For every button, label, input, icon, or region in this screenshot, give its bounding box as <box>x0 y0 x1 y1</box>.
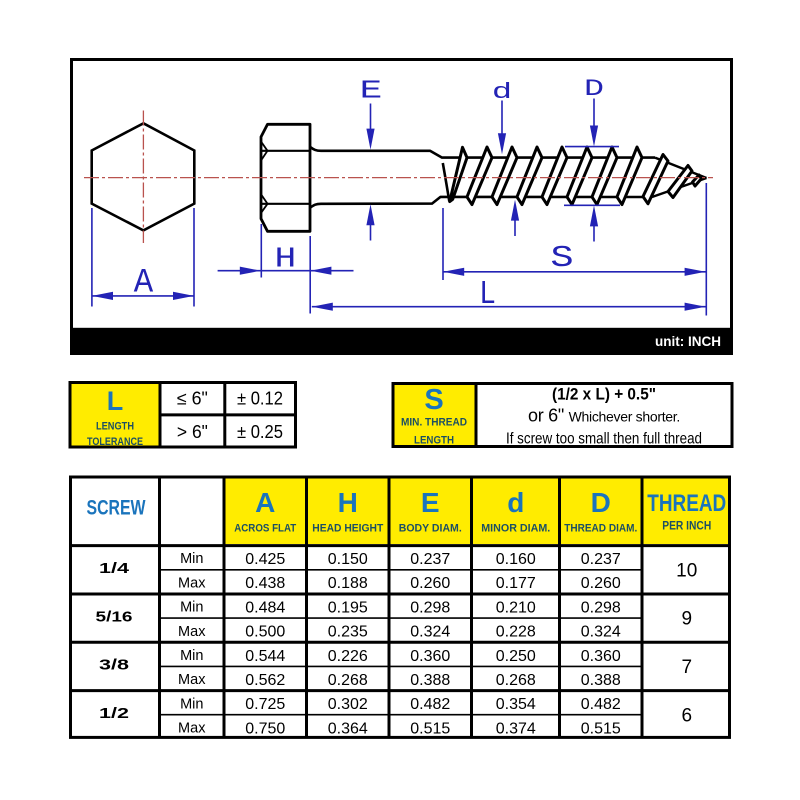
svg-text:0.360: 0.360 <box>581 648 621 665</box>
svg-text:or 6" Whichever shorter.: or 6" Whichever shorter. <box>528 406 680 426</box>
svg-text:TOLERANCE: TOLERANCE <box>87 436 143 448</box>
svg-text:0.360: 0.360 <box>410 648 450 665</box>
svg-text:PER INCH: PER INCH <box>662 519 711 533</box>
svg-text:0.177: 0.177 <box>496 575 536 592</box>
svg-text:Max: Max <box>178 575 206 591</box>
svg-text:H: H <box>338 487 358 518</box>
svg-text:0.482: 0.482 <box>581 696 621 713</box>
svg-text:MIN. THREAD: MIN. THREAD <box>401 417 467 429</box>
svg-text:(1/2 x L) + 0.5": (1/2 x L) + 0.5" <box>552 386 656 404</box>
svg-text:0.302: 0.302 <box>328 696 368 713</box>
svg-text:9: 9 <box>681 609 692 630</box>
svg-text:5/16: 5/16 <box>96 608 133 625</box>
svg-text:THREAD: THREAD <box>647 490 726 517</box>
svg-text:0.324: 0.324 <box>581 624 621 641</box>
svg-text:LENGTH: LENGTH <box>96 421 134 433</box>
svg-text:0.425: 0.425 <box>245 551 285 568</box>
svg-text:0.388: 0.388 <box>410 672 450 689</box>
svg-text:0.388: 0.388 <box>581 672 621 689</box>
svg-text:unit: INCH: unit: INCH <box>655 334 721 349</box>
svg-text:≤ 6": ≤ 6" <box>177 389 208 409</box>
svg-text:0.268: 0.268 <box>496 672 536 689</box>
svg-text:S: S <box>424 384 443 416</box>
svg-text:0.515: 0.515 <box>581 720 621 737</box>
svg-text:0.237: 0.237 <box>410 551 450 568</box>
svg-text:0.562: 0.562 <box>245 672 285 689</box>
svg-text:MINOR DIAM.: MINOR DIAM. <box>481 523 550 535</box>
svg-text:SCREW: SCREW <box>87 497 146 520</box>
svg-text:0.544: 0.544 <box>245 648 285 665</box>
svg-text:L: L <box>107 386 124 416</box>
svg-text:HEAD HEIGHT: HEAD HEIGHT <box>312 523 383 535</box>
svg-text:d: d <box>492 79 512 105</box>
svg-text:BODY DIAM.: BODY DIAM. <box>399 523 462 535</box>
svg-text:0.250: 0.250 <box>496 648 536 665</box>
svg-text:A: A <box>134 263 153 302</box>
svg-text:0.210: 0.210 <box>496 599 536 616</box>
svg-text:0.438: 0.438 <box>245 575 285 592</box>
svg-text:Max: Max <box>178 672 206 688</box>
svg-text:0.298: 0.298 <box>581 599 621 616</box>
svg-text:0.237: 0.237 <box>581 551 621 568</box>
svg-text:7: 7 <box>681 657 692 678</box>
svg-text:Max: Max <box>178 624 206 640</box>
svg-text:E: E <box>360 76 383 106</box>
svg-text:0.354: 0.354 <box>496 696 536 713</box>
svg-text:Min: Min <box>180 600 203 616</box>
svg-text:3/8: 3/8 <box>99 657 129 674</box>
svg-text:Min: Min <box>180 551 203 567</box>
svg-text:Max: Max <box>178 721 206 737</box>
svg-text:10: 10 <box>676 560 697 581</box>
svg-text:1/4: 1/4 <box>99 560 130 577</box>
svg-text:0.500: 0.500 <box>245 624 285 641</box>
svg-text:0.482: 0.482 <box>410 696 450 713</box>
svg-text:ACROS FLAT: ACROS FLAT <box>234 523 296 535</box>
svg-text:1/2: 1/2 <box>99 705 129 722</box>
svg-text:d: d <box>507 487 524 518</box>
svg-text:LENGTH: LENGTH <box>414 435 454 447</box>
svg-text:0.484: 0.484 <box>245 599 285 616</box>
svg-text:H: H <box>275 243 297 276</box>
svg-text:S: S <box>550 240 573 275</box>
svg-text:D: D <box>584 76 604 102</box>
svg-text:A: A <box>255 487 275 518</box>
svg-text:0.374: 0.374 <box>496 720 536 737</box>
svg-text:THREAD DIAM.: THREAD DIAM. <box>564 523 637 535</box>
svg-text:0.260: 0.260 <box>410 575 450 592</box>
svg-text:6: 6 <box>681 705 692 726</box>
svg-text:± 0.25: ± 0.25 <box>237 422 283 442</box>
svg-text:0.725: 0.725 <box>245 696 285 713</box>
svg-text:0.324: 0.324 <box>410 624 450 641</box>
svg-text:D: D <box>591 487 611 518</box>
svg-text:Min: Min <box>180 648 203 664</box>
svg-text:> 6": > 6" <box>177 422 208 442</box>
svg-text:0.298: 0.298 <box>410 599 450 616</box>
svg-text:If screw too small then full t: If screw too small then full thread <box>506 431 702 448</box>
svg-text:E: E <box>421 487 440 518</box>
svg-text:0.160: 0.160 <box>496 551 536 568</box>
svg-text:0.228: 0.228 <box>496 624 536 641</box>
svg-text:0.750: 0.750 <box>245 720 285 737</box>
svg-text:L: L <box>479 277 496 314</box>
svg-text:Min: Min <box>180 696 203 712</box>
svg-text:0.235: 0.235 <box>328 624 368 641</box>
svg-text:0.188: 0.188 <box>328 575 368 592</box>
svg-text:0.195: 0.195 <box>328 599 368 616</box>
svg-text:0.268: 0.268 <box>328 672 368 689</box>
svg-text:0.364: 0.364 <box>328 720 368 737</box>
svg-text:0.150: 0.150 <box>328 551 368 568</box>
svg-text:0.260: 0.260 <box>581 575 621 592</box>
svg-text:0.226: 0.226 <box>328 648 368 665</box>
svg-text:0.515: 0.515 <box>410 720 450 737</box>
svg-text:± 0.12: ± 0.12 <box>237 389 283 409</box>
